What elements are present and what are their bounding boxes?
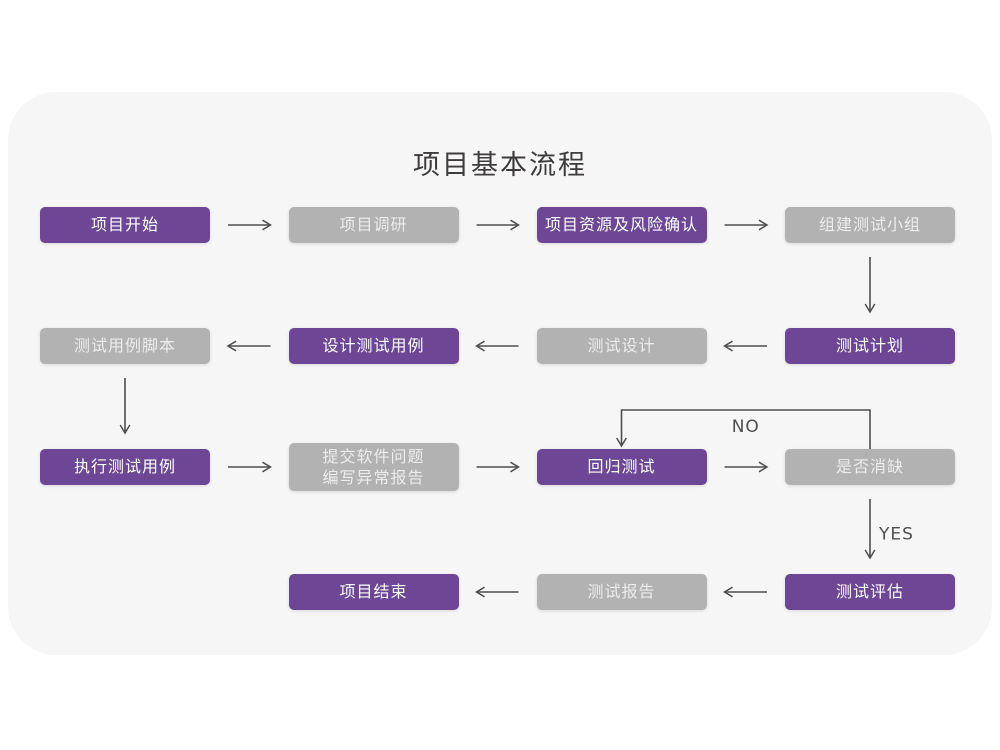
flow-node-label: 组建测试小组 (818, 215, 921, 235)
flow-node-test-evaluate: 测试评估 (785, 574, 955, 610)
flow-node-label: 项目调研 (339, 215, 408, 235)
flow-node-label: 测试用例脚本 (73, 336, 176, 356)
flow-node-test-plan: 测试计划 (785, 328, 955, 364)
flow-node-label: 项目结束 (339, 582, 408, 602)
flow-node-label: 项目资源及风险确认 (544, 215, 698, 235)
flow-node-label: 回归测试 (587, 457, 656, 477)
edge-label-yes: YES (878, 525, 914, 545)
page-title: 项目基本流程 (413, 150, 587, 181)
flow-node-test-design: 测试设计 (536, 328, 707, 364)
flow-node-design-cases: 设计测试用例 (288, 328, 459, 364)
flow-node-test-report: 测试报告 (536, 574, 707, 610)
edge-label-no: NO (732, 417, 760, 437)
flow-node-project-research: 项目调研 (288, 207, 459, 243)
flow-node-label: 是否消缺 (835, 457, 904, 477)
flow-node-project-start: 项目开始 (40, 207, 210, 243)
flow-node-label: 测试设计 (587, 336, 656, 356)
flow-node-resource-risk: 项目资源及风险确认 (536, 207, 707, 243)
flow-node-label: 测试计划 (835, 336, 904, 356)
flow-node-label: 项目开始 (90, 215, 159, 235)
flow-node-label: 测试评估 (835, 582, 904, 602)
flow-node-execute-cases: 执行测试用例 (40, 449, 210, 485)
flow-node-submit-issues: 提交软件问题编写异常报告 (288, 443, 459, 491)
flowchart-card (8, 92, 992, 655)
flow-node-label-line2: 编写异常报告 (322, 468, 425, 487)
flow-node-label: 提交软件问题 (322, 446, 425, 466)
flow-node-project-end: 项目结束 (288, 574, 459, 610)
flow-arrow-no-loop (616, 409, 871, 449)
flow-node-regression-test: 回归测试 (536, 449, 707, 485)
flow-node-label: 执行测试用例 (73, 457, 176, 477)
flow-node-defect-cleared: 是否消缺 (785, 449, 955, 485)
flow-node-case-script: 测试用例脚本 (40, 328, 210, 364)
flow-node-build-team: 组建测试小组 (785, 207, 955, 243)
flow-node-label: 测试报告 (587, 582, 656, 602)
flow-node-label: 设计测试用例 (322, 336, 425, 356)
